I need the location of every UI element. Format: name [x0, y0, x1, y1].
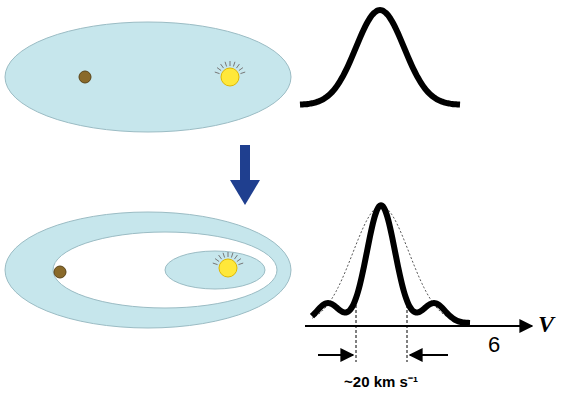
planet — [79, 71, 91, 83]
width-marker — [356, 300, 357, 362]
line-profile — [300, 10, 460, 105]
width-arrow — [318, 354, 353, 356]
disk-gap — [53, 232, 277, 308]
width-label: ~20 km s⁻¹ — [344, 374, 418, 389]
line-profile — [312, 205, 470, 323]
width-arrow — [410, 354, 448, 356]
star — [213, 252, 243, 277]
width-marker — [407, 300, 408, 362]
star — [215, 61, 245, 86]
original-profile — [312, 206, 470, 323]
transition-arrow — [230, 145, 260, 205]
outer-disk — [5, 212, 291, 328]
protoplanetary-disk — [5, 22, 291, 132]
axis-label: V — [538, 312, 554, 336]
velocity-axis — [305, 325, 532, 327]
inner-disk — [165, 251, 265, 289]
planet — [54, 266, 66, 278]
page-number: 6 — [488, 334, 500, 356]
